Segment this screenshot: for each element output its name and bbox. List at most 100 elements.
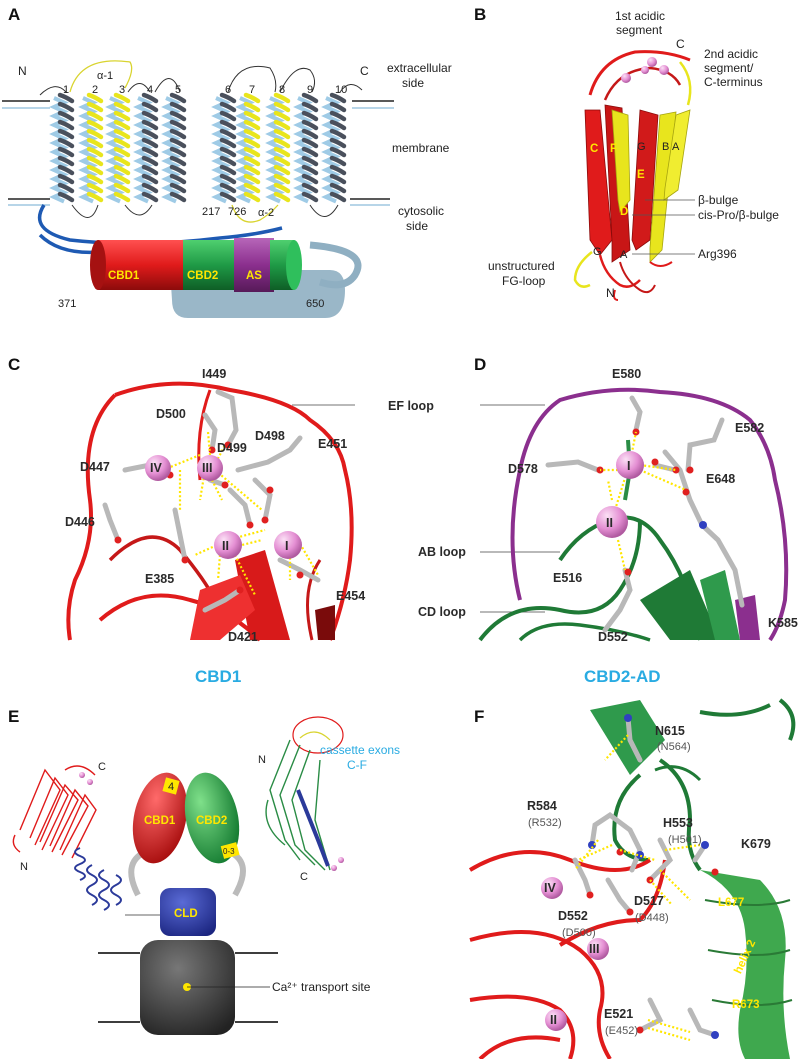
helix-3-turn [113,101,131,113]
panel-e: E C N [8,707,400,1035]
loop [339,84,363,93]
helix-5-turn [169,110,187,122]
nitrogen-atoms [588,714,719,1039]
helix-8-turn [273,110,291,122]
backbone-green [658,758,702,872]
helix-5-turn [169,173,187,185]
cbd1-cap [90,240,106,290]
alpha2-label: α-2 [258,207,274,219]
alpha1-loop [69,60,133,93]
oxygen-atoms [586,848,719,1034]
c-terminus-e-right: C [300,871,308,883]
residue-r584: R584 [527,799,557,813]
beta-strand-purple [735,595,760,640]
backbone-green [778,698,796,741]
helix-2-turn [86,182,104,194]
helix-8-turn [273,137,291,149]
residue-d447: D447 [80,460,110,474]
helix-8-turn [273,128,291,140]
strand-letter-b: B [662,141,669,153]
helix-1-turn [57,92,75,104]
coordination-bonds [600,431,687,571]
residue-371: 371 [58,298,76,310]
loop [279,67,316,93]
helix-7-turn [243,173,261,185]
ion-label-i: I [285,539,288,553]
helix-1-turn [57,191,75,203]
ion-label-ii: II [550,1013,557,1027]
helix-6-turn [219,146,237,158]
backbone-red [469,930,612,1059]
helix-1-turn [57,155,75,167]
helix-6-turn [219,191,237,203]
helix-8-turn [273,92,291,104]
helix-number-5: 5 [175,84,181,96]
residue-i449: I449 [202,367,226,381]
helix-6-turn [219,119,237,131]
calcium-ion [659,65,669,75]
helix-2-turns [704,899,793,1006]
calcium-ion-i [616,451,644,479]
calcium-ion [79,772,85,778]
residue-d498: D498 [255,429,285,443]
backbone-red [306,559,322,641]
cassette-exons-label-2: C-F [347,758,367,772]
l677-label: L677 [718,897,744,909]
calcium-ion [621,73,631,83]
helix-1-turn [57,146,75,158]
badge-4-label: 4 [168,781,174,793]
residue-d500: D500 [156,407,186,421]
strand-letter-e: E [637,169,645,181]
helix-7-turn [243,164,261,176]
loop [39,86,67,96]
hydrogen-bonds [574,734,701,1042]
helix-10-turn [329,191,347,203]
ab-loop-label: AB loop [418,545,466,559]
panel-d: D [474,355,798,686]
helix-4-turn [141,146,159,158]
helix-9-turn [301,164,319,176]
residue-726: 726 [228,206,246,218]
loop-red [619,261,656,294]
acidic2-label: 2nd acidic [704,47,758,61]
helix-9-turn [301,101,319,113]
strand-red [584,109,613,256]
loop-yellow [299,731,331,741]
cassette-exons-highlight [292,716,344,754]
helix-10-turn [329,137,347,149]
helix-2-turn [86,164,104,176]
strand-letter-a: A [672,141,680,153]
cbd2-ad-caption: CBD2-AD [584,667,661,686]
helix-5-turn [169,146,187,158]
ef-loop-label: EF loop [388,399,434,413]
cbd2-ellipse [184,772,240,864]
panel-letter-b: B [474,5,486,24]
ion-label-ii: II [222,539,229,553]
residue-e580: E580 [612,367,641,381]
helix-5-turn [169,182,187,194]
extracellular-label-2: side [402,76,424,90]
calcium-ion-i [274,531,302,559]
residue-217: 217 [202,206,220,218]
residue-d448: (D448) [635,912,669,924]
helix-4-turn [141,110,159,122]
helix-2-turn [86,191,104,203]
blue-strand [296,789,330,867]
fg-loop-label: unstructured [488,259,555,273]
helix-2 [700,870,790,1059]
calcium-ion [647,57,657,67]
calcium-ion-ii [214,531,242,559]
residue-650: 650 [306,298,324,310]
ion-label-i: I [627,459,630,473]
strand-letter-f: F [610,143,617,155]
helix-number-10: 10 [335,84,347,96]
helix-6-turn [219,182,237,194]
helix-5-turn [169,119,187,131]
cassette-exons-label: cassette exons [320,743,400,757]
backbone-red [558,859,667,947]
cbd2-cap [286,240,302,290]
c-terminus-b: C [676,37,685,51]
residue-d446: D446 [65,515,95,529]
oxygen-atoms [596,428,694,576]
helix-9-turn [301,173,319,185]
